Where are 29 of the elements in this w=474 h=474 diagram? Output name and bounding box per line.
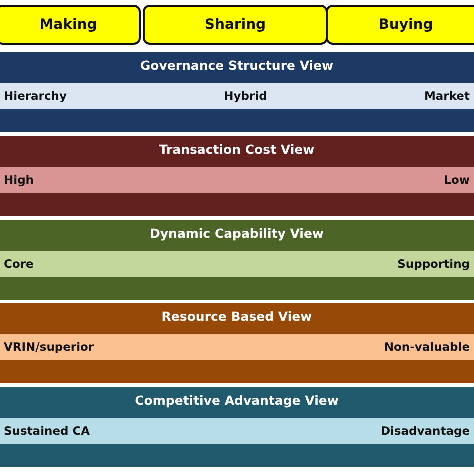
choice-box: Sharing: [143, 5, 328, 45]
scale-label: Sustained CA: [4, 424, 90, 438]
choice-box: Buying: [326, 5, 474, 45]
view-band: [0, 52, 474, 132]
scale-label: Low: [444, 173, 470, 187]
view-band: [0, 303, 474, 383]
scale-label: VRIN/superior: [4, 340, 94, 354]
scale-strip: [0, 167, 474, 193]
choice-box: Making: [0, 5, 141, 45]
scale-label: Non-valuable: [384, 340, 470, 354]
view-band: [0, 220, 474, 300]
scale-label: Market: [424, 89, 470, 103]
band-title: Resource Based View: [160, 309, 314, 324]
band-title: Governance Structure View: [139, 58, 335, 73]
band-title: Transaction Cost View: [158, 142, 316, 157]
view-band: [0, 387, 474, 467]
scale-label: Hierarchy: [4, 89, 67, 103]
scale-label: High: [4, 173, 34, 187]
scale-label: Supporting: [398, 257, 470, 271]
scale-label: Hybrid: [224, 89, 268, 103]
scale-label: Core: [4, 257, 34, 271]
scale-strip: [0, 334, 474, 360]
band-title: Dynamic Capability View: [149, 226, 325, 241]
scale-strip: [0, 251, 474, 277]
scale-strip: [0, 418, 474, 444]
view-band: [0, 136, 474, 216]
scale-label: Disadvantage: [380, 424, 470, 438]
band-title: Competitive Advantage View: [134, 393, 340, 408]
scale-strip: [0, 83, 474, 109]
